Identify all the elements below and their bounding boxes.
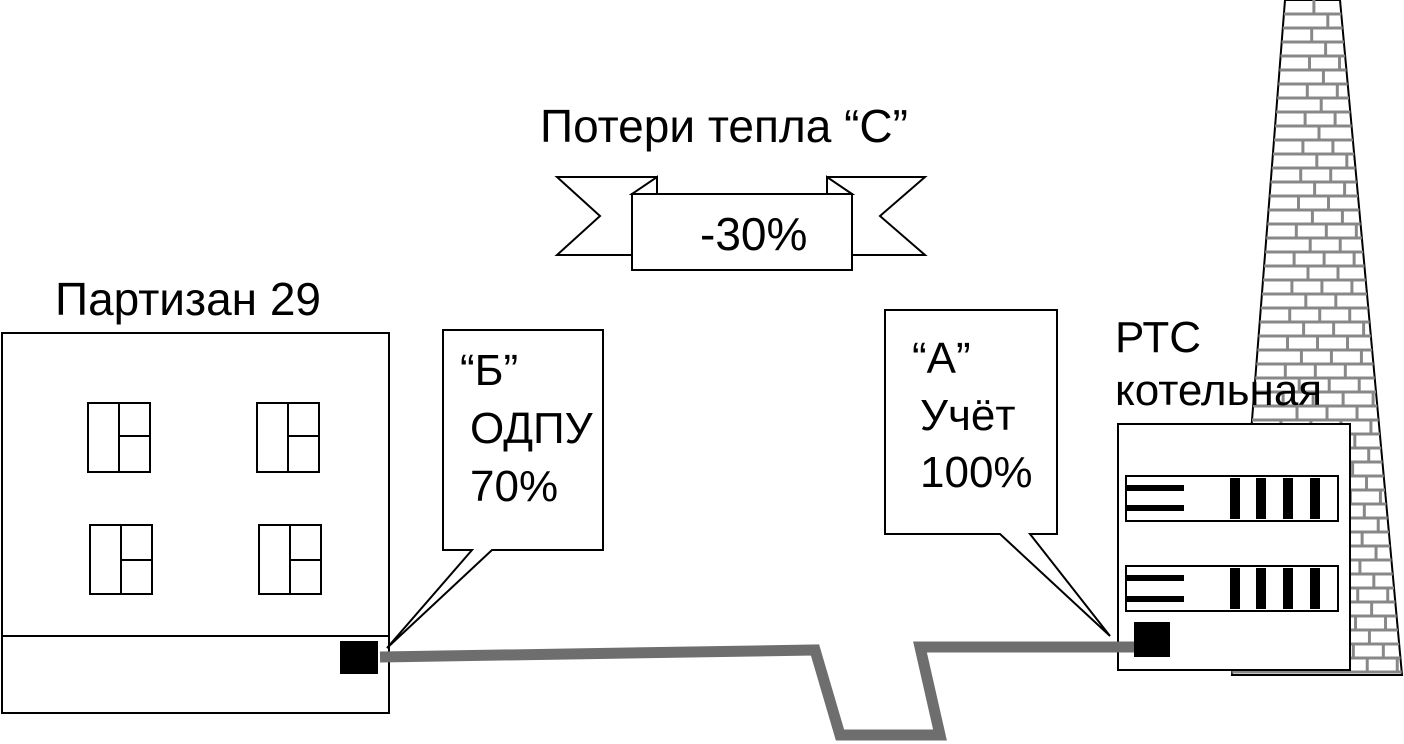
window [258,524,322,595]
meter-b-name: ОДПУ [470,404,594,453]
heat-loss-title: Потери тепла “С” [540,100,908,152]
house-building [1,332,390,714]
boiler-unit [1125,475,1339,522]
window [87,402,151,473]
callout-b [386,329,604,649]
meter-a-tag: “А” [912,334,971,383]
house-name: Партизан 29 [55,273,321,325]
callout-a [884,309,1111,637]
loss-ribbon [554,175,928,271]
boiler-unit [1125,565,1339,612]
boiler-building [1117,423,1351,671]
heat-pipe [379,641,1140,741]
meter-b-device [340,641,378,674]
window [89,524,153,595]
boiler-label-line1: РТС [1115,313,1201,362]
meter-b-percent: 70% [470,462,558,511]
heat-loss-value: -30% [700,208,807,260]
boiler-label-line2: котельная [1115,366,1322,415]
house-windows [87,402,322,595]
meter-b-tag: “Б” [460,346,518,395]
window [256,402,320,473]
meter-a-device [1134,622,1170,657]
meter-a-percent: 100% [920,448,1033,497]
meter-a-name: Учёт [920,391,1016,440]
